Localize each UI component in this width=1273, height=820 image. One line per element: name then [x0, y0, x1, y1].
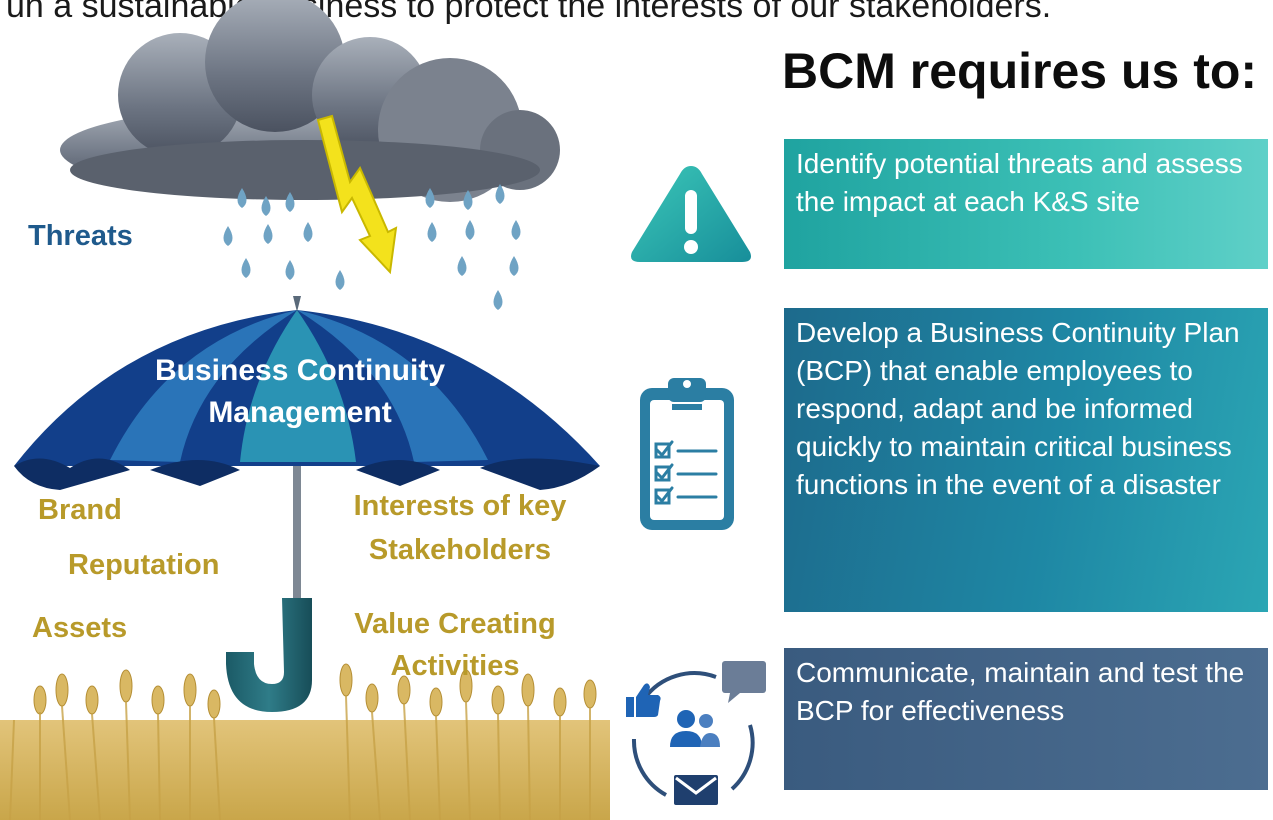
- warning-icon: [631, 166, 751, 262]
- assets-label: Assets: [32, 612, 128, 644]
- brand-label: Brand: [38, 494, 122, 526]
- threats-label: Threats: [28, 220, 133, 252]
- reputation-label: Reputation: [68, 549, 220, 581]
- umbrella-label-line2: Management: [208, 396, 392, 429]
- wheat-field: [0, 663, 610, 820]
- lightning-bolt: [316, 114, 398, 275]
- value-activities-line2: Activities: [390, 650, 520, 682]
- thumbs-up-icon: [626, 683, 661, 717]
- value-activities-label: Value Creating Activities: [330, 603, 580, 687]
- storm-cloud: [60, 0, 560, 202]
- umbrella-canopy: [14, 296, 600, 490]
- top-caption-text: un a sustainable business to protect the…: [6, 0, 1052, 25]
- people-icon: [670, 710, 720, 747]
- communication-cycle-icon: [626, 661, 766, 805]
- requirement-develop-bcp: Develop a Business Continuity Plan (BCP)…: [784, 308, 1268, 612]
- envelope-icon: [674, 775, 718, 805]
- stakeholder-interests-label: Interests of key Stakeholders: [335, 484, 585, 572]
- bcm-umbrella-illustration: [0, 0, 610, 820]
- raindrops: [223, 184, 521, 310]
- panel-heading: BCM requires us to:: [782, 43, 1258, 99]
- umbrella-label: Business Continuity Management: [110, 350, 490, 434]
- stakeholder-interests-line2: Stakeholders: [368, 534, 552, 566]
- umbrella-handle: [226, 440, 312, 712]
- clipboard-checklist-icon: [640, 378, 734, 530]
- stakeholder-interests-line1: Interests of key: [353, 490, 567, 522]
- value-activities-line1: Value Creating: [354, 608, 556, 640]
- umbrella-label-line1: Business Continuity: [154, 354, 446, 387]
- requirement-communicate-test: Communicate, maintain and test the BCP f…: [784, 648, 1268, 790]
- requirement-identify-threats: Identify potential threats and assess th…: [784, 139, 1268, 269]
- speech-bubble-icon: [722, 661, 766, 703]
